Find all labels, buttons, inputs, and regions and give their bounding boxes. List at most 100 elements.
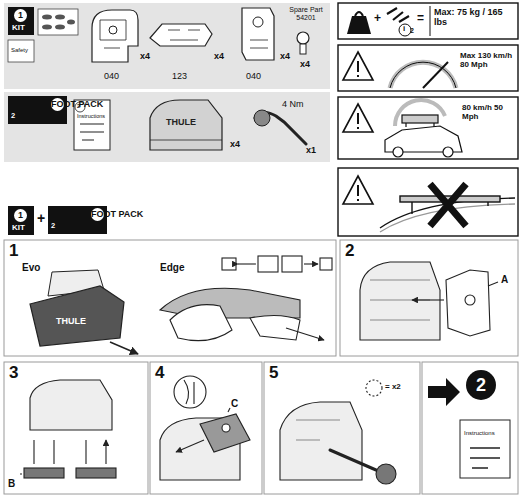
next-step xyxy=(470,448,500,468)
step5 xyxy=(296,420,340,440)
variant-name: Evo xyxy=(22,262,40,273)
foot-pack-panel xyxy=(150,140,222,141)
warning-mark xyxy=(357,185,359,201)
brand-name: THULE xyxy=(56,317,86,327)
step-frames xyxy=(340,240,518,356)
step-frames xyxy=(4,240,336,356)
foot-pack-panel: FOOT PACK2 2InstructionsTHULE x4 4 Nm x1 xyxy=(4,92,330,162)
step-frames xyxy=(264,362,420,494)
edge-foot xyxy=(286,328,324,340)
kit-panel xyxy=(8,40,34,62)
warning-triangle xyxy=(343,176,373,204)
pads-step3 xyxy=(30,380,112,430)
edge-foot xyxy=(304,263,318,264)
pads-step3 xyxy=(24,468,64,478)
foot-pack-panel xyxy=(4,92,330,162)
bracket-step2 xyxy=(360,262,498,340)
step4 xyxy=(200,414,250,452)
pads-step3 xyxy=(20,473,22,474)
roof-no-contact xyxy=(380,184,515,232)
step-number: 5 xyxy=(269,364,278,383)
foot-pack-badge: FOOT PACK2 xyxy=(48,206,107,234)
foot-pack-panel xyxy=(254,110,270,126)
symbol: + xyxy=(374,12,381,25)
kit-panel xyxy=(55,15,65,20)
speed-warning: Max 130 km/h 80 Mph xyxy=(338,45,518,91)
step-frames xyxy=(150,362,262,494)
callout-letter: B xyxy=(8,478,15,489)
car-with-load xyxy=(443,147,453,157)
kit-panel xyxy=(38,9,78,35)
car-with-load xyxy=(402,115,438,123)
kit-panel xyxy=(42,25,52,30)
speed-limit: 80 km/h 50 Mph xyxy=(462,104,516,122)
speedometer xyxy=(423,62,448,88)
warning-triangle xyxy=(343,104,373,132)
evo-foot xyxy=(30,286,124,346)
symbol: i xyxy=(403,25,405,34)
step-number: 2 xyxy=(345,242,354,261)
bracket-step2 xyxy=(465,295,475,305)
step4 xyxy=(222,424,230,432)
kit-panel xyxy=(253,17,263,27)
step4 xyxy=(228,408,230,412)
quantity: = x2 xyxy=(385,383,401,392)
edge-foot xyxy=(160,256,332,341)
car-with-load xyxy=(385,115,462,157)
kit-panel xyxy=(100,20,126,48)
step-frames xyxy=(422,362,518,494)
booklet-number: 2 xyxy=(77,103,80,110)
kit-panel xyxy=(242,8,274,60)
quantity: x4 xyxy=(230,140,240,150)
bracket-step2 xyxy=(360,262,440,340)
badge-label: 2 xyxy=(51,222,55,230)
load-warning: +i2=Max: 75 kg / 165 lbs xyxy=(338,3,518,39)
kit-panel xyxy=(67,20,75,25)
step-panel: 2Instructions xyxy=(422,362,518,494)
bracket-step2 xyxy=(446,270,490,336)
warning-boxes xyxy=(338,45,518,91)
foot-pack-badge: FOOT PACK2 xyxy=(8,96,67,124)
booklet-title: Instructions xyxy=(464,430,495,437)
edge-foot xyxy=(320,258,332,270)
step5 xyxy=(280,380,396,484)
kit-panel xyxy=(92,10,138,62)
quantity: x1 xyxy=(306,146,316,156)
warning-boxes xyxy=(338,168,518,236)
quantity: x4 xyxy=(214,52,224,62)
kit-badge: 1KIT xyxy=(8,7,34,35)
evo-foot xyxy=(30,270,138,354)
next-step xyxy=(428,378,460,406)
kit-panel xyxy=(300,44,306,54)
kit-panel: 1KITSafety040x4123x4040x4Spare Part 5420… xyxy=(4,3,330,89)
step5 xyxy=(330,450,376,470)
card-label: Safety xyxy=(11,47,28,54)
part-label: 040 xyxy=(104,72,119,82)
load-icon xyxy=(355,12,363,16)
speedometer xyxy=(390,62,456,88)
speedometer xyxy=(395,100,445,126)
foot-pack-panel xyxy=(150,100,222,150)
next-kit-number: 2 xyxy=(466,370,496,400)
booklet-title: Instructions xyxy=(77,113,105,119)
step-number: 4 xyxy=(155,364,164,383)
kit-panel xyxy=(55,25,65,30)
callout-letter: C xyxy=(231,398,238,409)
car-with-load xyxy=(393,147,403,157)
warning-boxes xyxy=(338,3,518,39)
quantity: x4 xyxy=(280,52,290,62)
badge-label: KIT xyxy=(12,224,25,233)
step-number: 3 xyxy=(9,364,18,383)
brand-name: THULE xyxy=(166,118,196,128)
step5 xyxy=(280,402,362,480)
step-panel: 2A xyxy=(340,240,518,356)
speed-limit: Max 130 km/h 80 Mph xyxy=(460,52,516,70)
load-icon xyxy=(387,8,409,22)
step-frames xyxy=(4,240,518,494)
next-step xyxy=(460,420,510,478)
foot-pack-panel xyxy=(80,124,104,140)
pads-step3 xyxy=(34,440,106,464)
symbol: 2 xyxy=(410,27,414,35)
torque: 4 Nm xyxy=(282,100,304,110)
step-number: 1 xyxy=(9,242,18,261)
